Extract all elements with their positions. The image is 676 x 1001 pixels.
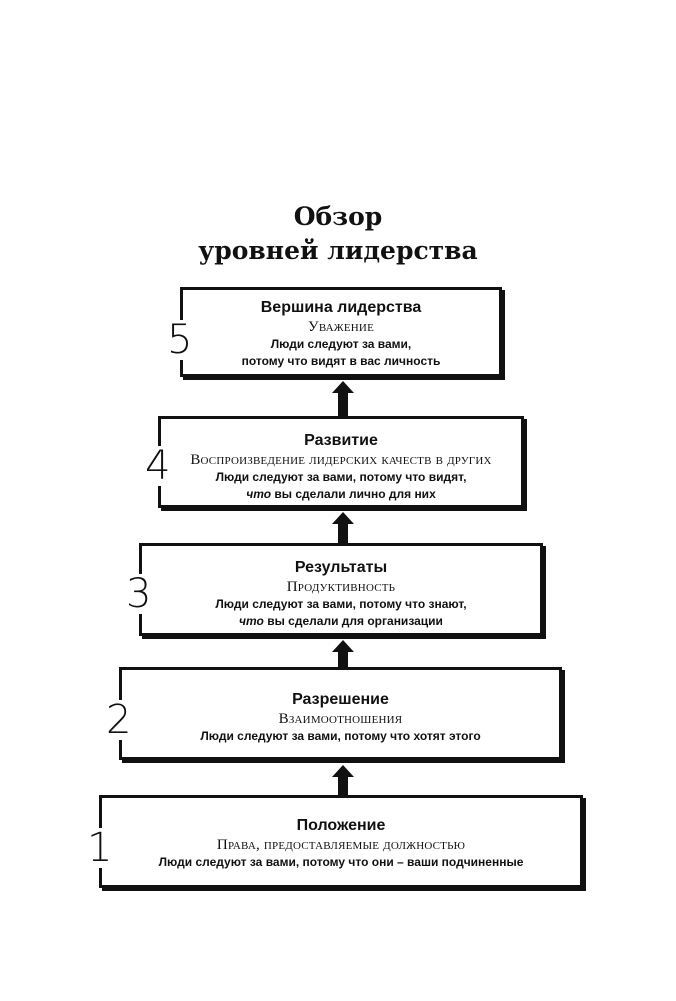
level-3-name: Результаты (294, 559, 388, 576)
level-2-subtitle: Взаимоотношения (278, 711, 403, 727)
level-3-number: 3 (125, 571, 153, 617)
level-4-name: Развитие (304, 432, 378, 449)
arrow-1-to-2 (332, 765, 354, 803)
level-2-name: Разрешение (292, 691, 389, 708)
title-line-2: уровней лидерства (198, 236, 478, 265)
level-3-subtitle: Продуктивность (286, 579, 396, 595)
level-1-name: Положение (296, 817, 386, 834)
level-4-description-line-2: что вы сделали лично для них (161, 486, 521, 503)
level-4-description-line-2-rest: вы сделали лично для них (271, 487, 436, 501)
level-2-box: Разрешение Взаимоотношения Люди следуют … (119, 667, 562, 760)
level-4-subtitle: Воспроизведение лидерских качеств в друг… (190, 452, 492, 468)
level-3-description-line-2-rest: вы сделали для организации (263, 614, 443, 628)
level-3-box: Результаты Продуктивность Люди следуют з… (139, 543, 543, 636)
level-4-number: 4 (144, 443, 172, 489)
level-4-emphasis: что (246, 487, 272, 501)
level-3-description-line-1: Люди следуют за вами, потому что знают, (215, 597, 467, 611)
level-4-box: Развитие Воспроизведение лидерских качес… (158, 416, 524, 508)
level-5-description-line-2: потому что видят в вас личность (241, 354, 441, 368)
level-1-description-line-1: Люди следуют за вами, потому что они – в… (158, 855, 524, 869)
level-2-description-line-1: Люди следуют за вами, потому что хотят э… (200, 729, 481, 743)
arrow-3-to-4 (332, 512, 354, 550)
level-1-box: Положение Права, предоставляемые должнос… (99, 795, 583, 888)
arrow-2-to-3 (332, 640, 354, 678)
level-3-emphasis: что (239, 614, 264, 628)
diagram-title: Обзор уровней лидерства (0, 200, 676, 268)
level-5-description-line-1: Люди следуют за вами, (270, 337, 412, 351)
title-line-1: Обзор (293, 202, 383, 231)
level-4-description-line-1: Люди следуют за вами, потому что видят, (215, 470, 467, 484)
level-1-subtitle: Права, предоставляемые должностью (216, 837, 466, 853)
level-5-box: Вершина лидерства Уважение Люди следуют … (180, 287, 502, 377)
level-3-description-line-2: что вы сделали для организации (142, 613, 540, 630)
level-5-name: Вершина лидерства (260, 299, 422, 316)
level-5-subtitle: Уважение (308, 319, 374, 335)
arrow-4-to-5 (332, 381, 354, 419)
level-2-number: 2 (105, 697, 133, 743)
level-1-number: 1 (86, 825, 114, 871)
level-5-number: 5 (166, 317, 194, 363)
